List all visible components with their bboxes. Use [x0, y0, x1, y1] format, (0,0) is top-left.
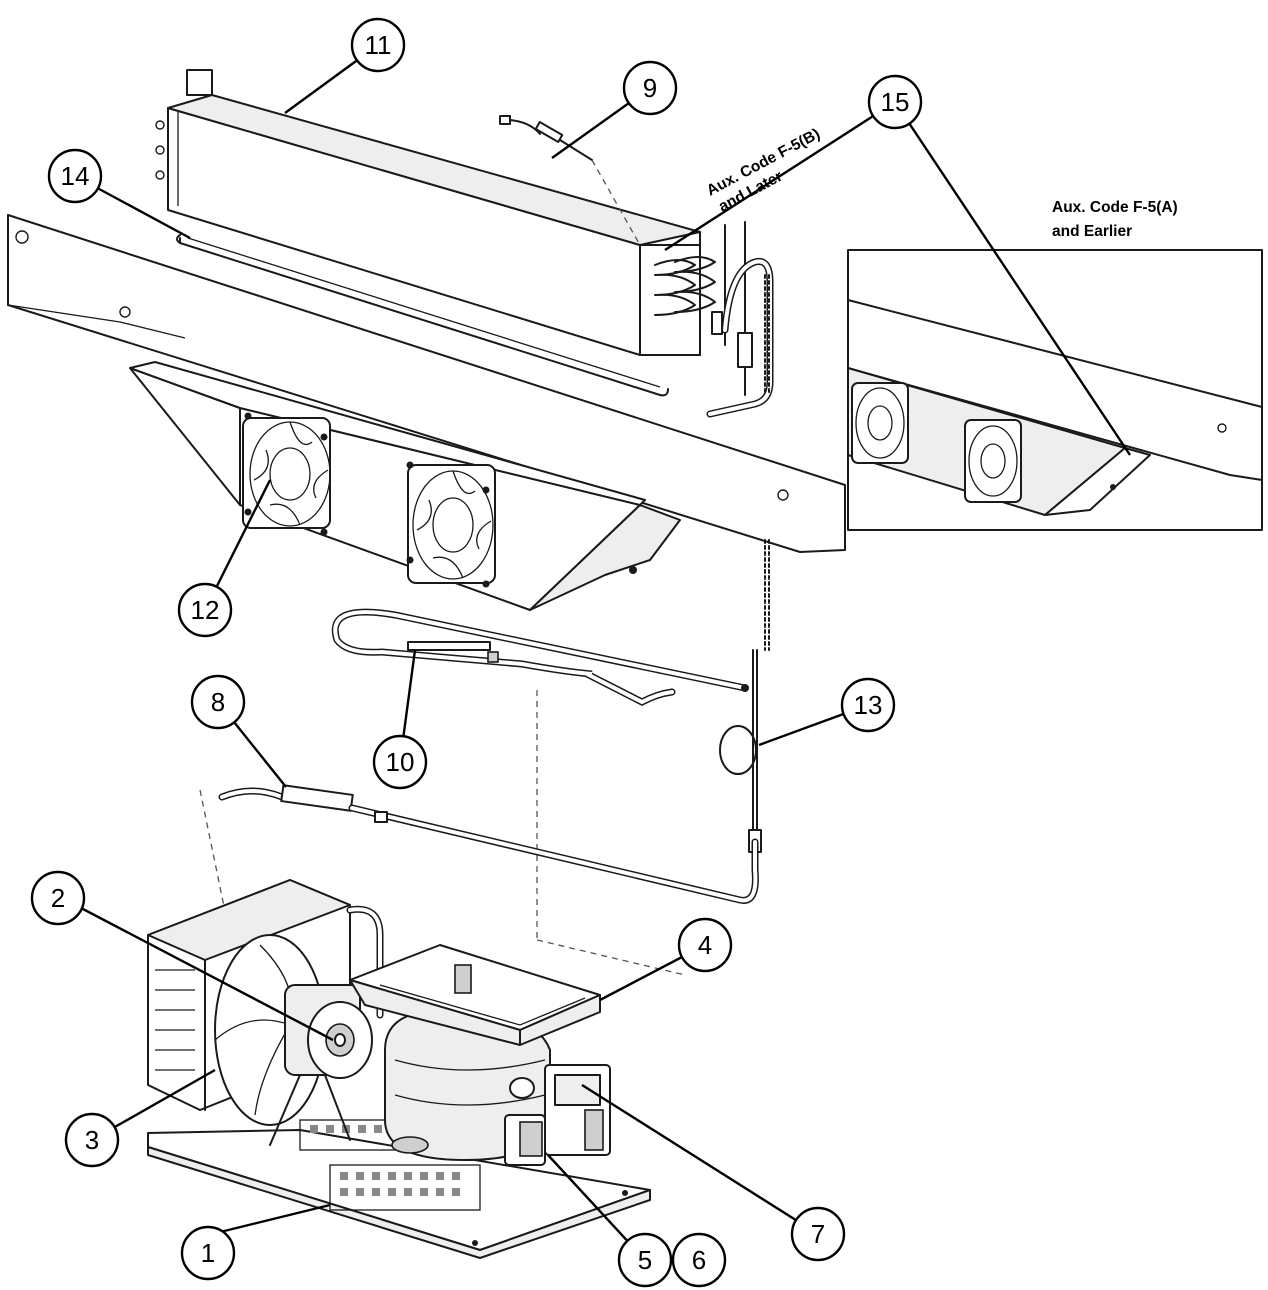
callout-1-label: 1 [201, 1238, 215, 1268]
callout-14-label: 14 [61, 161, 90, 191]
callout-9-label: 9 [643, 73, 657, 103]
inset-panel [847, 249, 1263, 531]
heat-exchanger-line [719, 539, 770, 853]
callout-14: 14 [47, 148, 103, 204]
callout-8-label: 8 [211, 687, 225, 717]
callout-11-label: 11 [365, 30, 392, 60]
callout-3-label: 3 [85, 1125, 99, 1155]
evaporator-fan-right [406, 461, 496, 588]
callout-12-label: 12 [191, 595, 220, 625]
evaporator-coil [155, 69, 774, 418]
callout-8: 8 [190, 674, 246, 730]
callout-6: 6 [671, 1232, 727, 1288]
callout-7-label: 7 [811, 1219, 825, 1249]
callout-1: 1 [180, 1225, 236, 1281]
callout-5-label: 5 [638, 1245, 652, 1275]
inset-fan-left [851, 382, 909, 464]
callout-12: 12 [177, 582, 233, 638]
callout-10-label: 10 [386, 747, 415, 777]
note-aux-a-line2: and Earlier [1052, 223, 1132, 240]
callout-7: 7 [790, 1206, 846, 1262]
thermostat-probe-top [499, 115, 641, 246]
callout-6-label: 6 [692, 1245, 706, 1275]
base-plate [147, 1119, 651, 1259]
fan-shroud [129, 361, 681, 611]
note-aux-a-line1: Aux. Code F-5(A) [1052, 199, 1178, 216]
callout-2: 2 [30, 870, 86, 926]
inset-fan-right [964, 419, 1022, 503]
mounting-panel [7, 214, 846, 553]
callout-3: 3 [64, 1112, 120, 1168]
callout-9: 9 [622, 60, 678, 116]
callout-11: 11 [350, 17, 406, 73]
drain-pan [349, 944, 601, 1046]
callout-13: 13 [840, 677, 896, 733]
callout-5: 5 [617, 1232, 673, 1288]
overload-protector [509, 1064, 611, 1156]
compressor-relay [504, 1114, 546, 1166]
callout-2-label: 2 [51, 883, 65, 913]
callout-10: 10 [372, 734, 428, 790]
evaporator-fan-left [242, 412, 331, 536]
callout-15-label: 15 [881, 87, 910, 117]
callout-4: 4 [677, 917, 733, 973]
callouts: 1 2 3 4 5 6 7 8 9 10 11 12 13 14 15 [30, 17, 923, 1288]
callout-15: 15 [867, 74, 923, 130]
drain-trough [176, 234, 669, 397]
condenser-fan-motor [269, 984, 373, 1146]
callout-4-label: 4 [698, 930, 712, 960]
aux-code-notes: Aux. Code F-5(B) and Later Aux. Code F-5… [704, 126, 1178, 240]
callout-13-label: 13 [854, 690, 883, 720]
suction-loop [331, 608, 749, 976]
